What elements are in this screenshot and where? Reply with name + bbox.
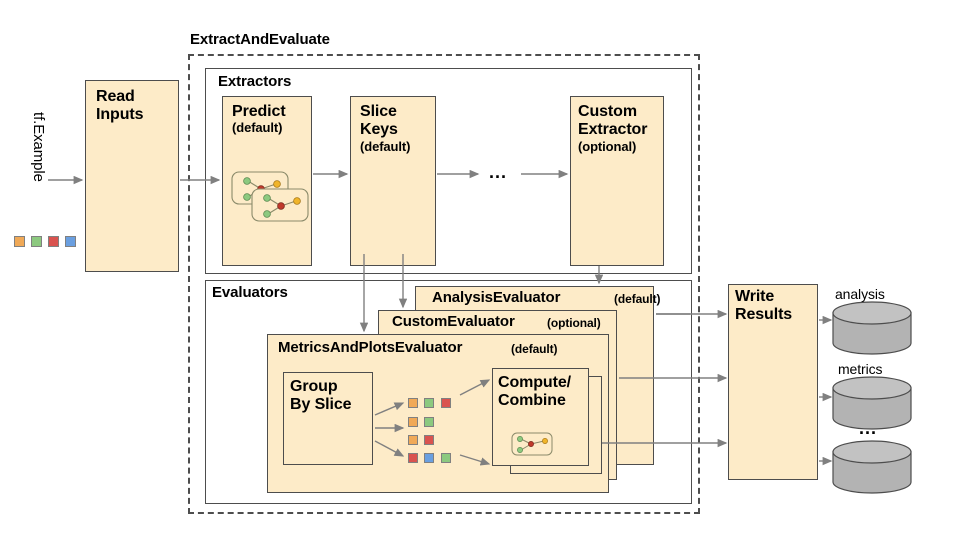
slice-chip xyxy=(408,398,418,408)
evaluator-metrics-and-plots-title: MetricsAndPlotsEvaluator xyxy=(278,339,463,356)
input-label-tf-example: tf.Example xyxy=(30,112,47,182)
input-chip-red xyxy=(48,236,59,247)
evaluator-custom-title: CustomEvaluator xyxy=(392,313,515,330)
input-chip-orange xyxy=(14,236,25,247)
slice-chip xyxy=(408,417,418,427)
extractor-node-custom[interactable] xyxy=(570,96,664,266)
slice-chip xyxy=(424,435,434,445)
group-by-slice-box[interactable] xyxy=(283,372,373,465)
evaluator-analysis-title: AnalysisEvaluator xyxy=(432,289,561,306)
input-chip-blue xyxy=(65,236,76,247)
output-cylinder-analysis xyxy=(832,301,912,355)
slice-chip xyxy=(424,398,434,408)
slice-chip xyxy=(424,453,434,463)
extract-and-evaluate-title: ExtractAndEvaluate xyxy=(190,31,330,48)
read-inputs-title: Read Inputs xyxy=(96,88,144,123)
write-results-title: Write Results xyxy=(735,288,793,323)
output-label-metrics: metrics xyxy=(838,361,883,377)
extractors-ellipsis: ... xyxy=(489,162,508,182)
slice-chip xyxy=(408,435,418,445)
extractor-predict-title: Predict xyxy=(232,103,286,120)
evaluators-title: Evaluators xyxy=(212,284,288,301)
evaluator-analysis-subtitle: (default) xyxy=(614,292,661,306)
extractor-custom-title: Custom Extractor xyxy=(578,103,648,138)
compute-combine-title: Compute/ Combine xyxy=(498,374,571,409)
output-label-analysis: analysis xyxy=(835,286,885,302)
slice-chip xyxy=(441,398,451,408)
evaluator-custom-subtitle: (optional) xyxy=(547,316,601,330)
extract-and-evaluate-container xyxy=(188,54,700,514)
slice-chip xyxy=(408,453,418,463)
output-label-ellipsis: ... xyxy=(859,418,878,438)
slice-chip xyxy=(441,453,451,463)
read-inputs-box[interactable] xyxy=(85,80,179,272)
extractor-slice-keys-subtitle: (default) xyxy=(360,139,411,154)
extractor-custom-subtitle: (optional) xyxy=(578,139,637,154)
output-cylinder-other xyxy=(832,440,912,494)
evaluator-metrics-and-plots-subtitle: (default) xyxy=(511,342,558,356)
extractor-node-slice-keys[interactable] xyxy=(350,96,436,266)
slice-chip xyxy=(424,417,434,427)
group-by-slice-title: Group By Slice xyxy=(290,378,352,413)
input-chip-green xyxy=(31,236,42,247)
extractor-slice-keys-title: Slice Keys xyxy=(360,103,398,138)
write-results-box[interactable] xyxy=(728,284,818,480)
extractors-title: Extractors xyxy=(218,73,292,90)
extractor-predict-subtitle: (default) xyxy=(232,120,283,135)
